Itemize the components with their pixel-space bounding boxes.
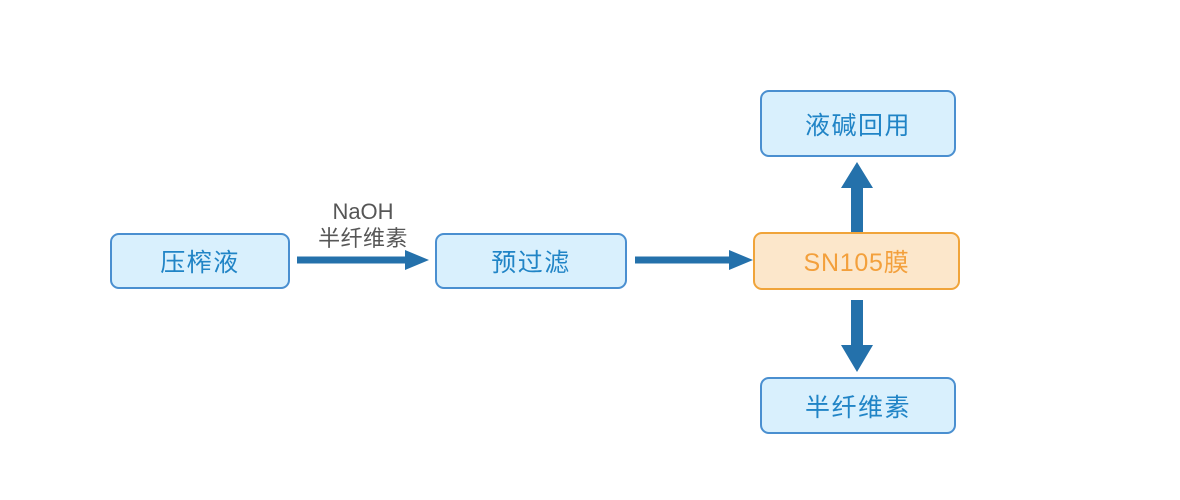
node-press-liquor[interactable]: 压榨液 bbox=[110, 233, 290, 289]
node-caustic-reuse[interactable]: 液碱回用 bbox=[760, 90, 956, 157]
arrow-sn105-to-caustic bbox=[838, 162, 876, 232]
arrow-press-to-prefilter bbox=[297, 248, 429, 272]
node-sn105-membrane-label: SN105膜 bbox=[803, 249, 910, 277]
node-hemicellulose[interactable]: 半纤维素 bbox=[760, 377, 956, 434]
edge-label-line1: NaOH bbox=[332, 199, 394, 224]
node-hemicellulose-label: 半纤维素 bbox=[804, 393, 911, 422]
edge-label-naoh-hemicellulose: NaOH 半纤维素 bbox=[299, 199, 427, 253]
node-prefilter[interactable]: 预过滤 bbox=[435, 233, 627, 289]
node-sn105-membrane[interactable]: SN105膜 bbox=[753, 232, 960, 290]
node-prefilter-label: 预过滤 bbox=[491, 249, 571, 277]
node-caustic-reuse-label: 液碱回用 bbox=[804, 111, 911, 140]
edge-label-line2: 半纤维素 bbox=[318, 225, 408, 251]
arrow-prefilter-to-sn105 bbox=[635, 248, 753, 272]
arrow-sn105-to-hemicellulose bbox=[838, 300, 876, 372]
node-press-liquor-label: 压榨液 bbox=[160, 249, 240, 277]
